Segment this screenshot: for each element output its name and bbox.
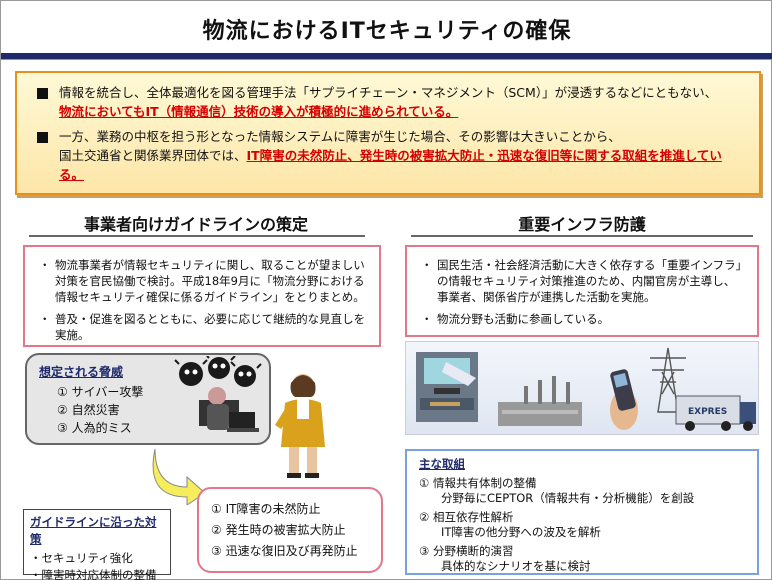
guide-heading: ガイドラインに沿った対策	[30, 515, 157, 546]
measure-item: ③ 迅速な復旧及び再発防止	[211, 544, 358, 558]
initiative-title: ③ 分野横断的演習	[419, 544, 514, 558]
threat-item: ③ 人為的ミス	[57, 421, 132, 435]
title-underline-bar	[1, 53, 772, 60]
summary-box: 情報を統合し、全体最適化を図る管理手法「サプライチェーン・マネジメント（SCM）…	[15, 71, 761, 195]
virus-icon	[174, 356, 262, 387]
power-tower-icon	[650, 347, 686, 413]
initiative-title: ① 情報共有体制の整備	[419, 476, 537, 490]
hacker-virus-illustration	[174, 356, 262, 432]
initiative-desc: 具体的なシナリオを基に検討	[441, 559, 591, 573]
left-section-heading: 事業者向けガイドラインの策定	[83, 215, 308, 234]
initiative-desc: 分野毎にCEPTOR（情報共有・分析機能）を創設	[441, 491, 695, 505]
measures-box: ① IT障害の未然防止 ② 発生時の被害拡大防止 ③ 迅速な復旧及び再発防止	[197, 487, 383, 573]
truck-label: EXPRES	[688, 407, 727, 417]
initiative-title: ② 相互依存性解析	[419, 510, 514, 524]
threats-heading: 想定される脅威	[39, 365, 124, 379]
factory-icon	[498, 376, 582, 426]
infra-bullet-2: 物流分野も活動に参画している。	[421, 311, 745, 327]
summary-item-1: 情報を統合し、全体最適化を図る管理手法「サプライチェーン・マネジメント（SCM）…	[37, 83, 745, 121]
curved-arrow-icon	[152, 448, 206, 505]
threat-item: ① サイバー攻撃	[57, 385, 144, 399]
initiative-item: ③ 分野横断的演習 具体的なシナリオを基に検討	[419, 544, 745, 574]
measure-item: ② 発生時の被害拡大防止	[211, 523, 346, 537]
hacker-person-icon	[199, 387, 259, 432]
initiative-item: ② 相互依存性解析 IT障害の他分野への波及を解析	[419, 510, 745, 540]
guide-item: ・セキュリティ強化	[30, 551, 133, 565]
mobile-phone-icon	[610, 369, 638, 430]
threat-item: ② 自然災害	[57, 403, 120, 417]
atm-icon	[416, 352, 478, 422]
square-bullet-icon	[37, 132, 48, 143]
guideline-bullet-1: 物流事業者が情報セキュリティに関し、取ることが望ましい対策を官民協働で検討。平成…	[39, 257, 367, 305]
guideline-bullet-2: 普及・促進を図るとともに、必要に応じて継続的な見直しを実施。	[39, 311, 367, 343]
main-initiatives-box: 主な取組 ① 情報共有体制の整備 分野毎にCEPTOR（情報共有・分析機能）を創…	[405, 449, 759, 575]
right-heading-underline	[411, 235, 753, 237]
summary-item-1-text: 情報を統合し、全体最適化を図る管理手法「サプライチェーン・マネジメント（SCM）…	[59, 85, 718, 100]
initiative-item: ① 情報共有体制の整備 分野毎にCEPTOR（情報共有・分析機能）を創設	[419, 476, 745, 506]
summary-item-2: 一方、業務の中枢を担う形となった情報システムに障害が生じた場合、その影響は大きい…	[37, 127, 745, 184]
left-heading-underline	[29, 235, 365, 237]
truck-icon: EXPRES	[675, 395, 756, 431]
businesswoman-illustration	[275, 374, 325, 478]
main-initiatives-heading: 主な取組	[419, 457, 465, 471]
guideline-description-box: 物流事業者が情報セキュリティに関し、取ることが望ましい対策を官民協働で検討。平成…	[23, 245, 381, 347]
summary-item-1-highlight: 物流においてもIT（情報通信）技術の導入が積極的に進められている。	[59, 104, 459, 119]
summary-item-2-text-b: 国土交通省と関係業界団体では、	[59, 148, 247, 163]
infrastructure-illustrations: EXPRES	[405, 341, 759, 435]
guide-item: ・障害時対応体制の整備	[30, 568, 157, 580]
right-section-heading: 重要インフラ防護	[518, 215, 646, 234]
page-title: 物流におけるITセキュリティの確保	[202, 19, 572, 44]
square-bullet-icon	[37, 88, 48, 99]
guideline-measures-box: ガイドラインに沿った対策 ・セキュリティ強化 ・障害時対応体制の整備	[23, 509, 171, 580]
infra-illustration-canvas: EXPRES	[416, 347, 756, 431]
summary-item-2-text-a: 一方、業務の中枢を担う形となった情報システムに障害が生じた場合、その影響は大きい…	[59, 129, 621, 144]
measure-item: ① IT障害の未然防止	[211, 502, 321, 516]
infra-description-box: 国民生活・社会経済活動に大きく依存する「重要インフラ」の情報セキュリティ対策推進…	[405, 245, 759, 337]
initiative-desc: IT障害の他分野への波及を解析	[441, 525, 601, 539]
summary-item-2-highlight: IT障害の未然防止、発生時の被害拡大防止・迅速な復旧等に関する取組を推進している…	[59, 148, 722, 182]
infra-bullet-1: 国民生活・社会経済活動に大きく依存する「重要インフラ」の情報セキュリティ対策推進…	[421, 257, 745, 305]
